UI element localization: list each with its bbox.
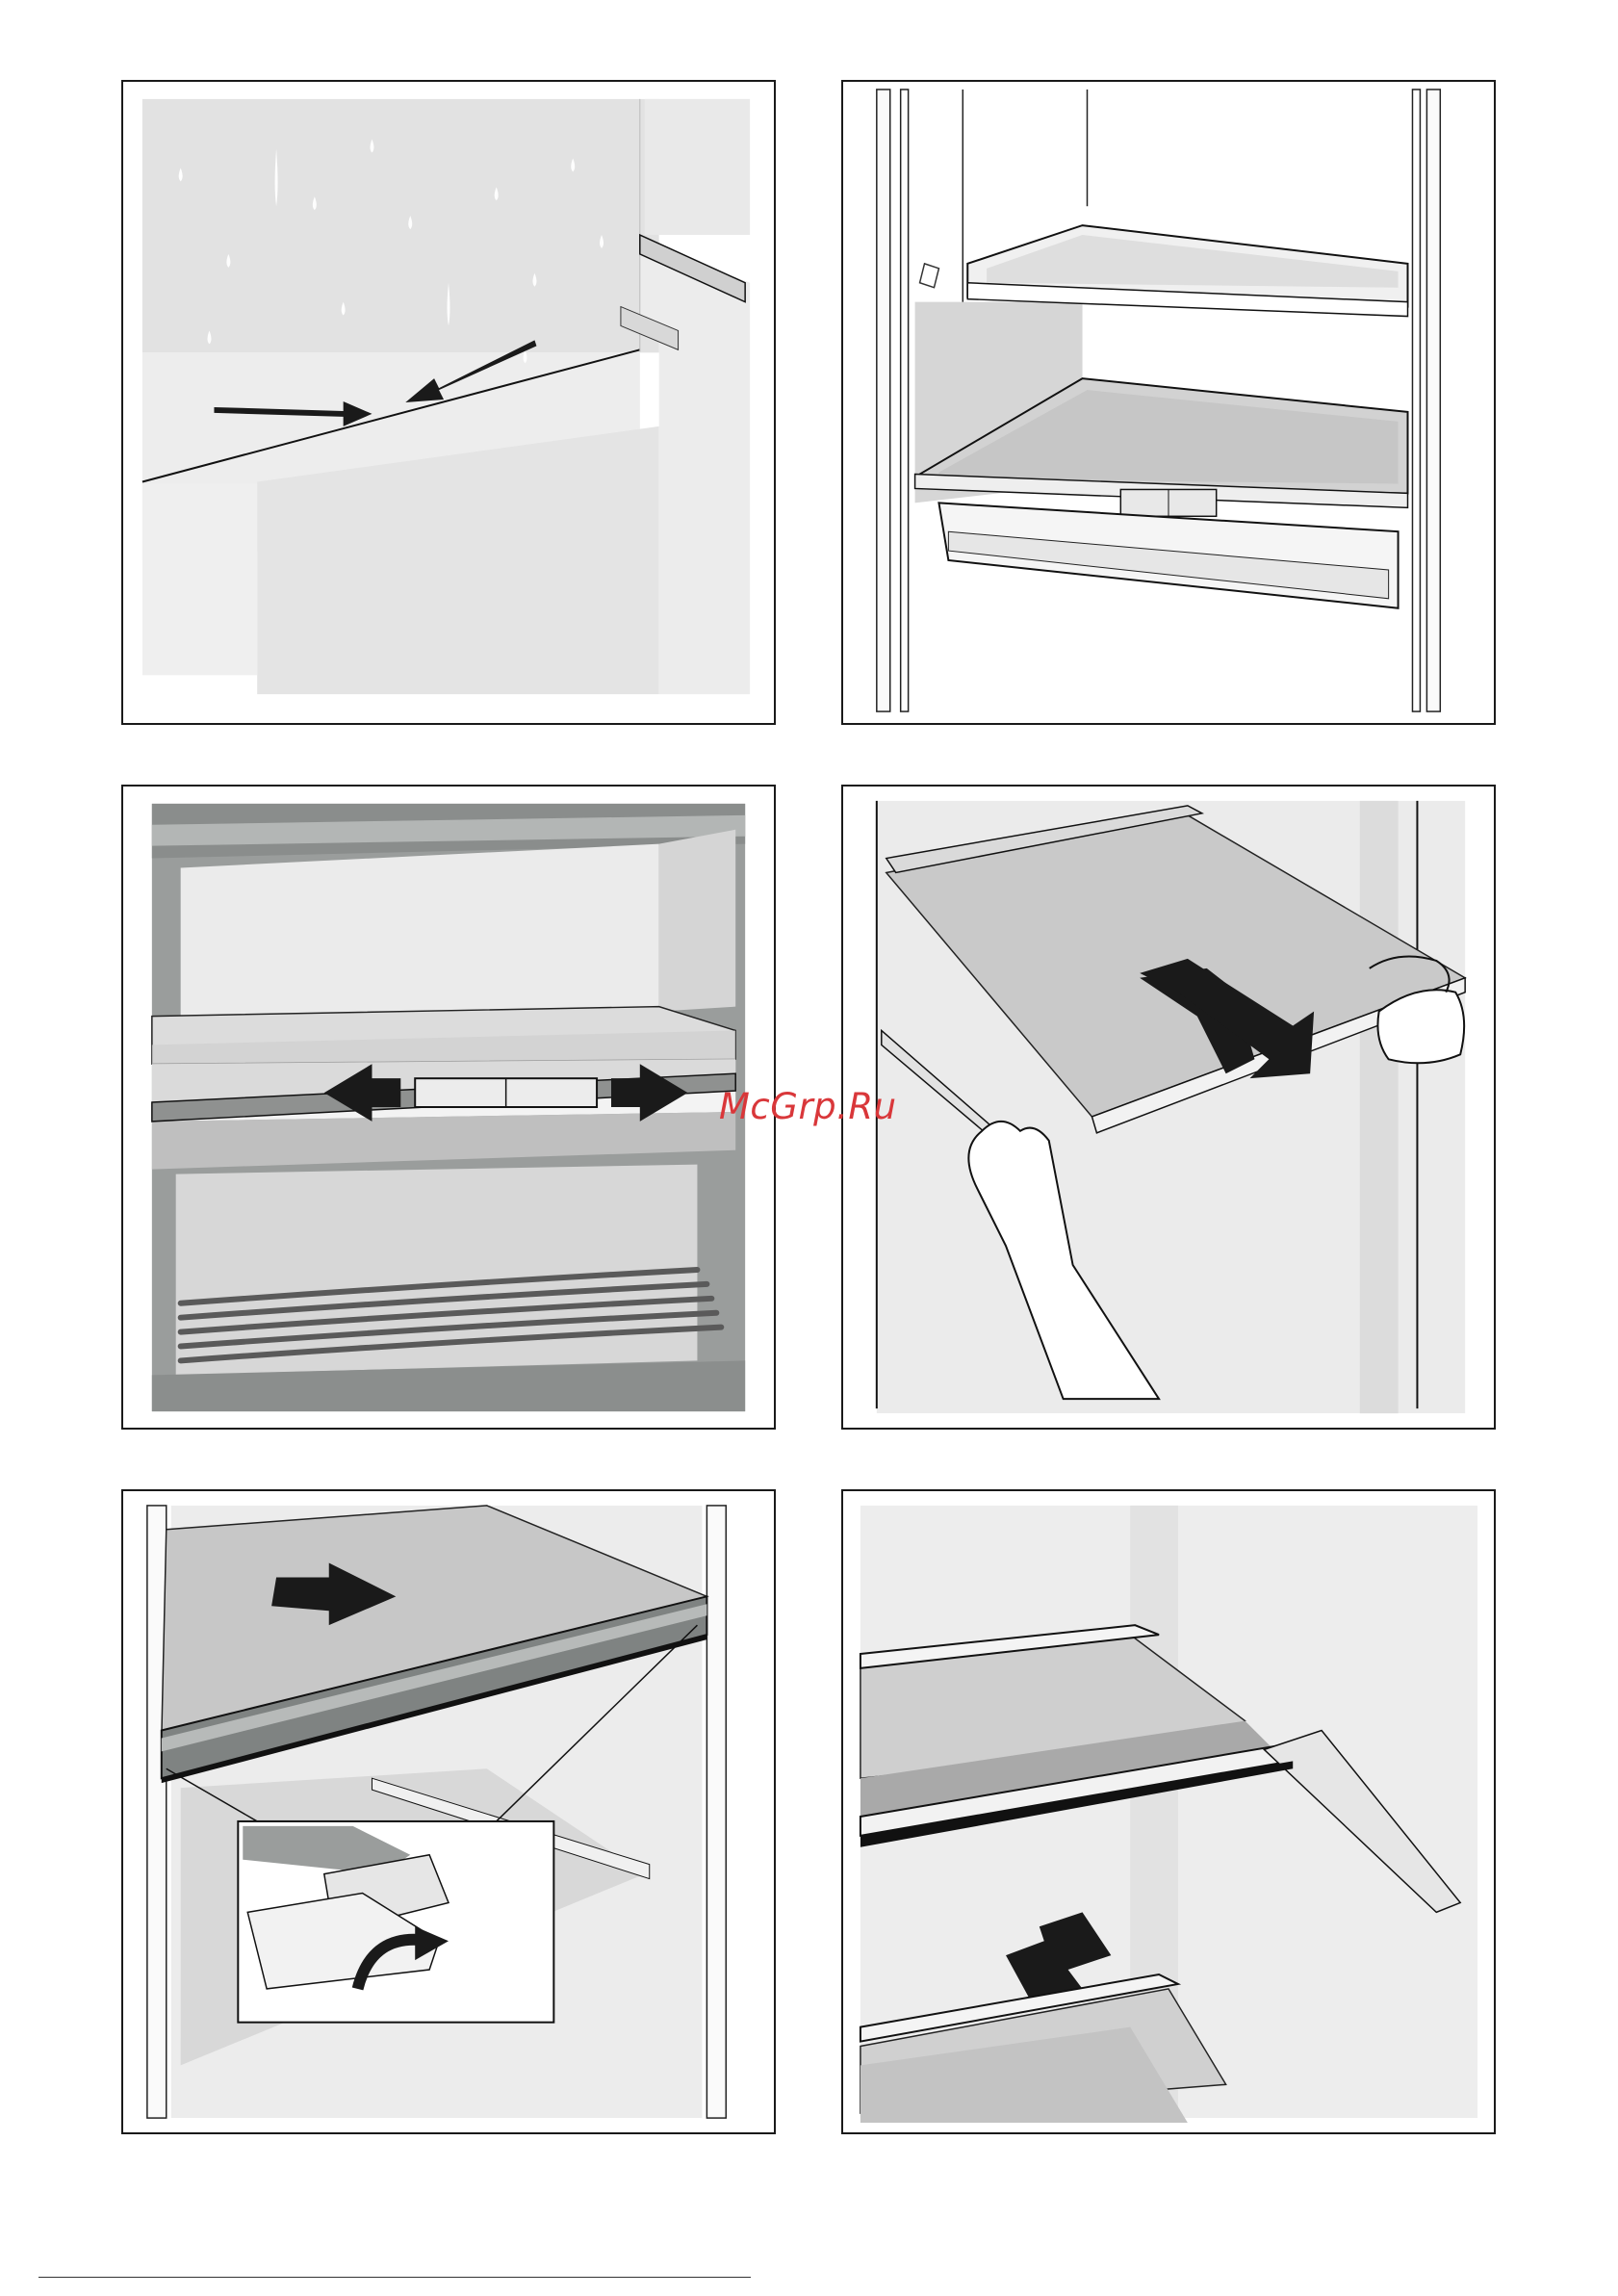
wall-condensation-illustration [123, 82, 774, 723]
shelf-trim-detail-panel [121, 1489, 776, 2134]
bottom-rule [39, 2277, 751, 2278]
wall-condensation-panel [121, 80, 776, 725]
fridge-interior-shelves-illustration [843, 82, 1494, 723]
fridge-interior-panel [841, 80, 1496, 725]
shelf-trim-clip-detail-illustration [123, 1491, 774, 2132]
glass-shelf-removal-panel [841, 785, 1496, 1430]
shelf-insert-panel [841, 1489, 1496, 2134]
shelf-insert-arrow-illustration [843, 1491, 1494, 2132]
shelf-clip-slide-arrows-illustration [123, 787, 774, 1428]
watermark-text: McGrp.Ru [719, 1086, 897, 1127]
glass-shelf-removal-hands-illustration [843, 787, 1494, 1428]
shelf-clip-slide-panel [121, 785, 776, 1430]
